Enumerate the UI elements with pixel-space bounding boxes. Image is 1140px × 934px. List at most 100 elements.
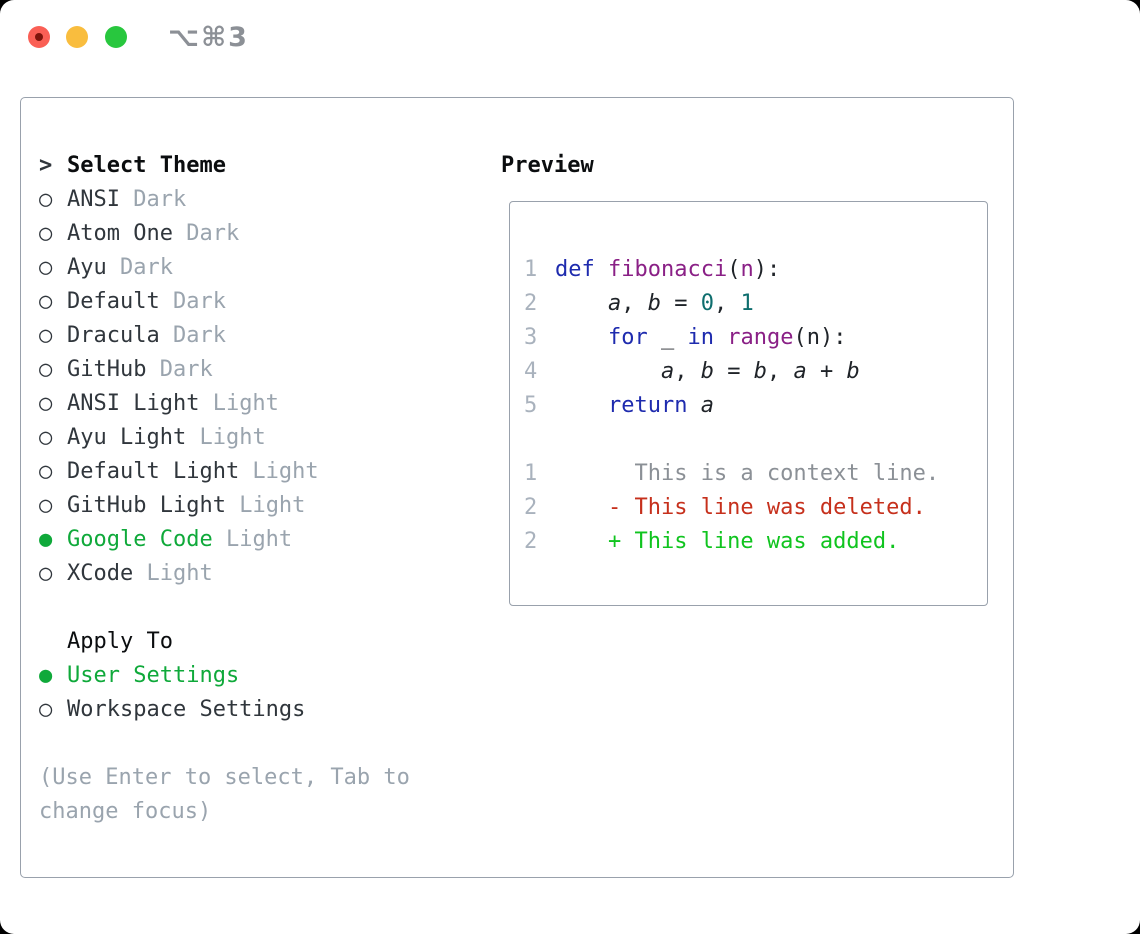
theme-name: Google Code	[67, 527, 213, 552]
code-line: 4 a, b = b, a + b	[524, 355, 939, 389]
code-token: _	[647, 325, 688, 350]
theme-name: Default Light	[67, 459, 240, 484]
code-token: ):	[753, 257, 781, 282]
theme-variant: Dark	[119, 187, 187, 212]
line-number: 1	[524, 257, 538, 282]
code-token	[555, 325, 608, 350]
theme-variant: Dark	[146, 357, 213, 382]
radio-unselected-icon: ○	[39, 255, 53, 280]
code-token: n	[740, 257, 754, 282]
code-token: a	[700, 393, 714, 418]
line-number: 5	[524, 393, 538, 418]
theme-variant: Light	[239, 459, 319, 484]
code-token: a	[660, 359, 675, 384]
code-token: +	[806, 359, 847, 384]
code-line: 1 This is a context line.	[524, 457, 939, 491]
radio-unselected-icon: ○	[39, 357, 53, 382]
minimize-button[interactable]	[66, 26, 88, 48]
select-theme-header: > Select Theme	[39, 149, 410, 183]
radio-unselected-icon: ○	[39, 459, 53, 484]
theme-name: Ayu Light	[67, 425, 187, 450]
radio-selected-icon: ●	[39, 527, 53, 552]
theme-column: >Select Theme ○ANSI Dark○Atom One Dark○A…	[39, 149, 410, 829]
code-token: - This line was deleted.	[555, 495, 926, 520]
apply-to-option[interactable]: ○Workspace Settings	[39, 693, 410, 727]
code-token: return	[607, 393, 688, 418]
code-token: + This line was added.	[555, 529, 900, 554]
theme-option[interactable]: ○XCode Light	[39, 557, 410, 591]
theme-variant: Light	[186, 425, 266, 450]
code-line: 2 + This line was added.	[524, 525, 939, 559]
help-line-1: (Use Enter to select, Tab to	[39, 765, 410, 790]
code-token: a	[607, 291, 622, 316]
radio-unselected-icon: ○	[39, 697, 53, 722]
code-token: b	[647, 291, 661, 316]
theme-name: GitHub	[67, 357, 147, 382]
theme-option[interactable]: ● Google Code Light	[39, 523, 410, 557]
radio-unselected-icon: ○	[39, 391, 53, 416]
theme-name: ANSI Light	[67, 391, 200, 416]
radio-unselected-icon: ○	[39, 561, 53, 586]
code-token: (n):	[793, 325, 847, 350]
theme-name: Ayu	[67, 255, 107, 280]
apply-to-label: User Settings	[67, 663, 240, 688]
theme-list: ○ ANSI Dark ○ Atom One Dark ○ Ayu Dark ○ Defaul…	[39, 183, 410, 591]
theme-option[interactable]: ○ Default Light Light	[39, 455, 410, 489]
theme-name: GitHub Light	[67, 493, 226, 518]
radio-unselected-icon: ○	[39, 221, 53, 246]
code-token	[555, 359, 661, 384]
code-token	[555, 393, 608, 418]
line-number: 1	[524, 461, 538, 486]
apply-to-list: ● User Settings ○Workspace Settings	[39, 659, 410, 727]
code-token: def	[555, 257, 595, 282]
code-token	[687, 393, 700, 418]
theme-option[interactable]: ○ ANSI Light Light	[39, 387, 410, 421]
line-number: 2	[524, 495, 538, 520]
radio-unselected-icon: ○	[39, 323, 53, 348]
apply-to-option[interactable]: ● User Settings	[39, 659, 410, 693]
close-button[interactable]	[28, 26, 50, 48]
theme-name: Atom One	[67, 221, 173, 246]
radio-unselected-icon: ○	[39, 493, 53, 518]
code-line: 3 for _ in range(n):	[524, 321, 939, 355]
theme-variant: Dark	[106, 255, 173, 280]
theme-name: Dracula	[67, 323, 160, 348]
theme-option[interactable]: ○ Dracula Dark	[39, 319, 410, 353]
focus-caret-icon: >	[39, 153, 53, 178]
theme-name: Default	[67, 289, 160, 314]
theme-option[interactable]: ○Ayu Light Light	[39, 421, 410, 455]
theme-variant: Light	[225, 493, 306, 518]
code-token: ,	[766, 359, 794, 384]
theme-option[interactable]: ○Default Dark	[39, 285, 410, 319]
code-token: a	[793, 359, 807, 384]
code-token: in	[687, 325, 714, 350]
code-token: ,	[621, 291, 648, 316]
zoom-button[interactable]	[105, 26, 127, 48]
apply-to-header: Apply To	[67, 629, 173, 654]
select-theme-title: Select Theme	[67, 153, 226, 178]
radio-selected-icon: ●	[39, 663, 53, 688]
code-token: b	[753, 359, 767, 384]
window-title: ⌥⌘3	[168, 22, 249, 53]
theme-option[interactable]: ○Atom One Dark	[39, 217, 410, 251]
code-token: range	[727, 325, 794, 350]
line-number: 3	[524, 325, 538, 350]
theme-option[interactable]: ○ GitHub Dark	[39, 353, 410, 387]
radio-unselected-icon: ○	[39, 187, 53, 212]
radio-unselected-icon: ○	[39, 289, 53, 314]
theme-name: ANSI	[67, 187, 120, 212]
theme-option[interactable]: ○ Ayu Dark	[39, 251, 410, 285]
theme-variant: Light	[212, 527, 293, 552]
code-line: 2 a, b = 0, 1	[524, 287, 939, 321]
code-token: (	[727, 257, 741, 282]
code-line	[524, 423, 939, 457]
code-token	[714, 325, 727, 350]
theme-option[interactable]: ○ ANSI Dark	[39, 183, 410, 217]
theme-variant: Dark	[159, 323, 226, 348]
theme-variant: Light	[199, 391, 279, 416]
theme-option[interactable]: ○ GitHub Light Light	[39, 489, 410, 523]
help-text: (Use Enter to select, Tab to change focu…	[39, 761, 410, 829]
theme-name: XCode	[67, 561, 134, 586]
